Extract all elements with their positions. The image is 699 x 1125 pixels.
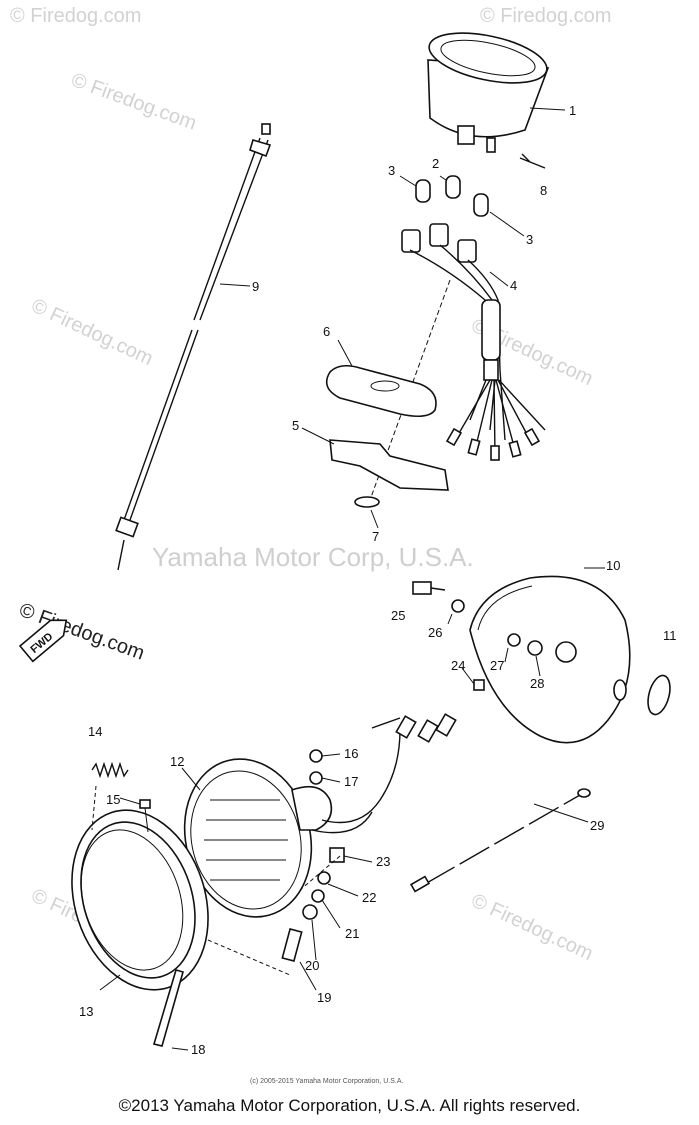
callout-8: 8 [540,183,547,198]
adjust-screw [152,969,184,1047]
wire-harness [409,244,546,461]
watermark: © Firedog.com [68,69,199,135]
grommet [354,496,380,508]
housing-grommet [647,674,671,716]
callout-27: 27 [490,658,504,673]
watermark: © Firedog.com [28,295,156,370]
watermark: © Firedog.com [468,890,596,965]
callout-5: 5 [292,418,299,433]
callout-6: 6 [323,324,330,339]
callout-26: 26 [428,625,442,640]
spring [91,761,129,779]
callout-28: 28 [530,676,544,691]
callout-10: 10 [606,558,620,573]
callout-3: 3 [526,232,533,247]
callout-3: 3 [388,163,395,178]
callout-12: 12 [170,754,184,769]
callout-13: 13 [79,1004,93,1019]
callout-2: 2 [432,156,439,171]
callout-25: 25 [391,608,405,623]
watermark-center: Yamaha Motor Corp, U.S.A. [152,542,474,572]
callout-9: 9 [252,279,259,294]
callout-17: 17 [344,774,358,789]
callout-29: 29 [590,818,604,833]
callout-14: 14 [88,724,102,739]
watermark: © Firedog.com [10,5,141,27]
screw [519,153,546,169]
ground-wire [424,794,581,885]
copyright-notice: ©2013 Yamaha Motor Corporation, U.S.A. A… [118,1096,581,1115]
callout-19: 19 [317,990,331,1005]
leader-lines [99,175,605,1051]
watermark: © Firedog.com [480,5,611,27]
meter-bracket [329,439,449,491]
callout-20: 20 [305,958,319,973]
speedometer [427,32,550,153]
callout-7: 7 [372,529,379,544]
headlight-unit [183,713,457,918]
callout-16: 16 [344,746,358,761]
callout-24: 24 [451,658,465,673]
screw-15 [139,799,151,809]
callout-21: 21 [345,926,359,941]
fwd-arrow: FWD [18,619,68,663]
callout-18: 18 [191,1042,205,1057]
headlight-rim [71,809,209,991]
meter-cable [115,123,272,571]
bulbs [401,175,489,263]
callout-15: 15 [106,792,120,807]
callout-1: 1 [569,103,576,118]
callout-11: 11 [663,628,677,643]
callout-4: 4 [510,278,517,293]
small-credit: (c) 2005-2015 Yamaha Motor Corporation, … [250,1078,403,1085]
callout-22: 22 [362,890,376,905]
callout-23: 23 [376,854,390,869]
headlight-housing [469,575,631,744]
